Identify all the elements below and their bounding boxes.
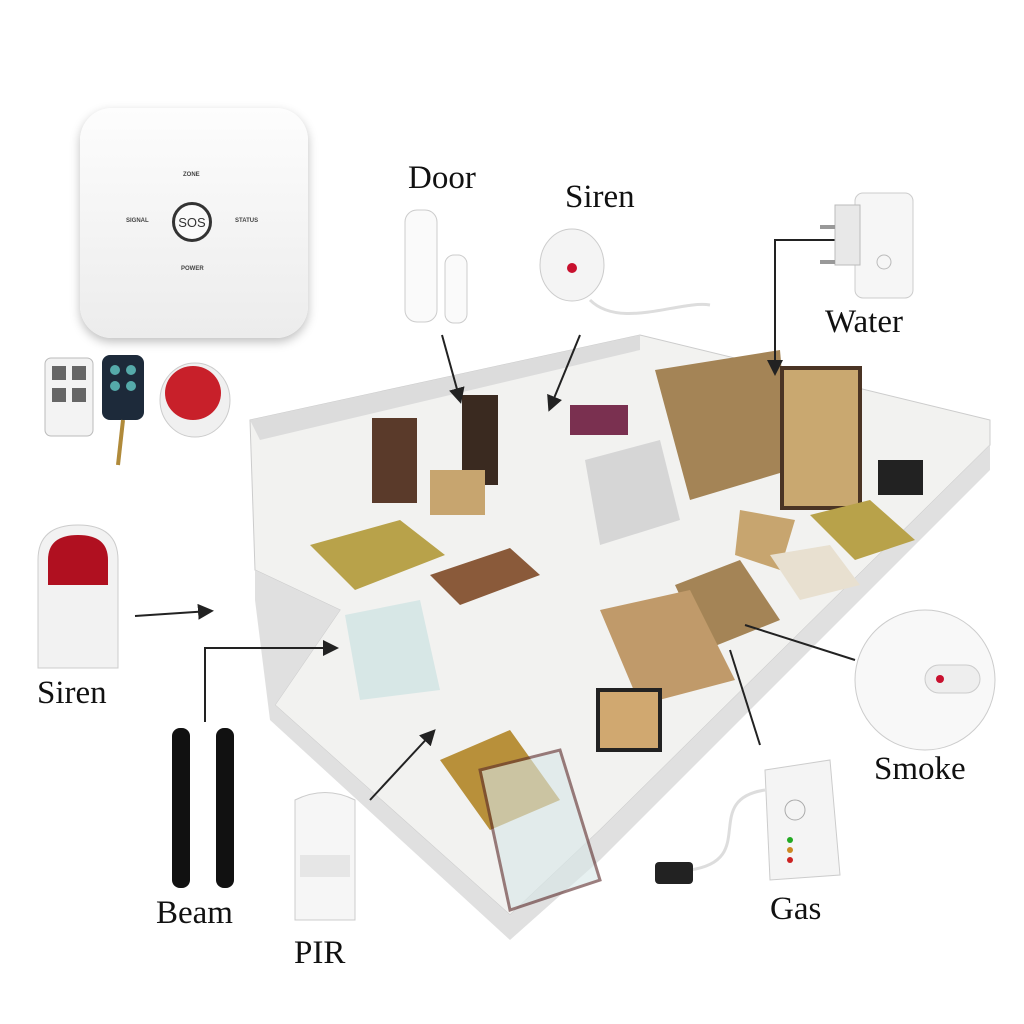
siren-left-arrow [134,603,214,620]
sos-panic-button [159,362,231,438]
bathroom [655,350,790,500]
label-siren-top: Siren [565,179,635,215]
water-arrow [767,239,840,376]
small-bathroom [600,590,735,705]
hub-power-label: POWER [181,266,204,272]
door-arrow [441,334,465,404]
remote-control-white [44,357,94,437]
label-smoke: Smoke [874,751,966,787]
beam-arrow [204,640,339,722]
siren-top-arrow [547,334,581,412]
label-siren-left: Siren [37,675,107,711]
water-sensor [820,192,914,299]
label-pir: PIR [294,935,346,971]
bedroom-bed-right [810,500,915,560]
label-water: Water [825,304,903,340]
smoke-detector [854,609,996,751]
gas-line [729,649,761,746]
hub-sos-button[interactable]: SOS [172,202,212,242]
sofa [430,548,540,605]
remote-control-black [102,355,144,466]
pir-sensor [294,792,356,921]
bedroom-bed [310,520,445,590]
wardrobe [372,418,417,503]
pir-arrow [369,729,436,801]
door-sensor [404,209,468,324]
hub-status-label: STATUS [235,218,259,224]
balcony-glass [345,600,440,700]
beam-detector [172,728,234,888]
hub-zone-label: ZONE [183,172,200,178]
smoke-line [744,624,856,661]
gas-detector [655,759,841,884]
label-door: Door [408,160,476,196]
label-gas: Gas [770,891,822,927]
connector-arrows [134,239,856,801]
label-beam: Beam [156,895,233,931]
hub-signal-label: SIGNAL [126,218,149,224]
outdoor-siren [37,524,119,669]
wardrobe-right [780,366,862,510]
indoor-siren [539,228,711,316]
